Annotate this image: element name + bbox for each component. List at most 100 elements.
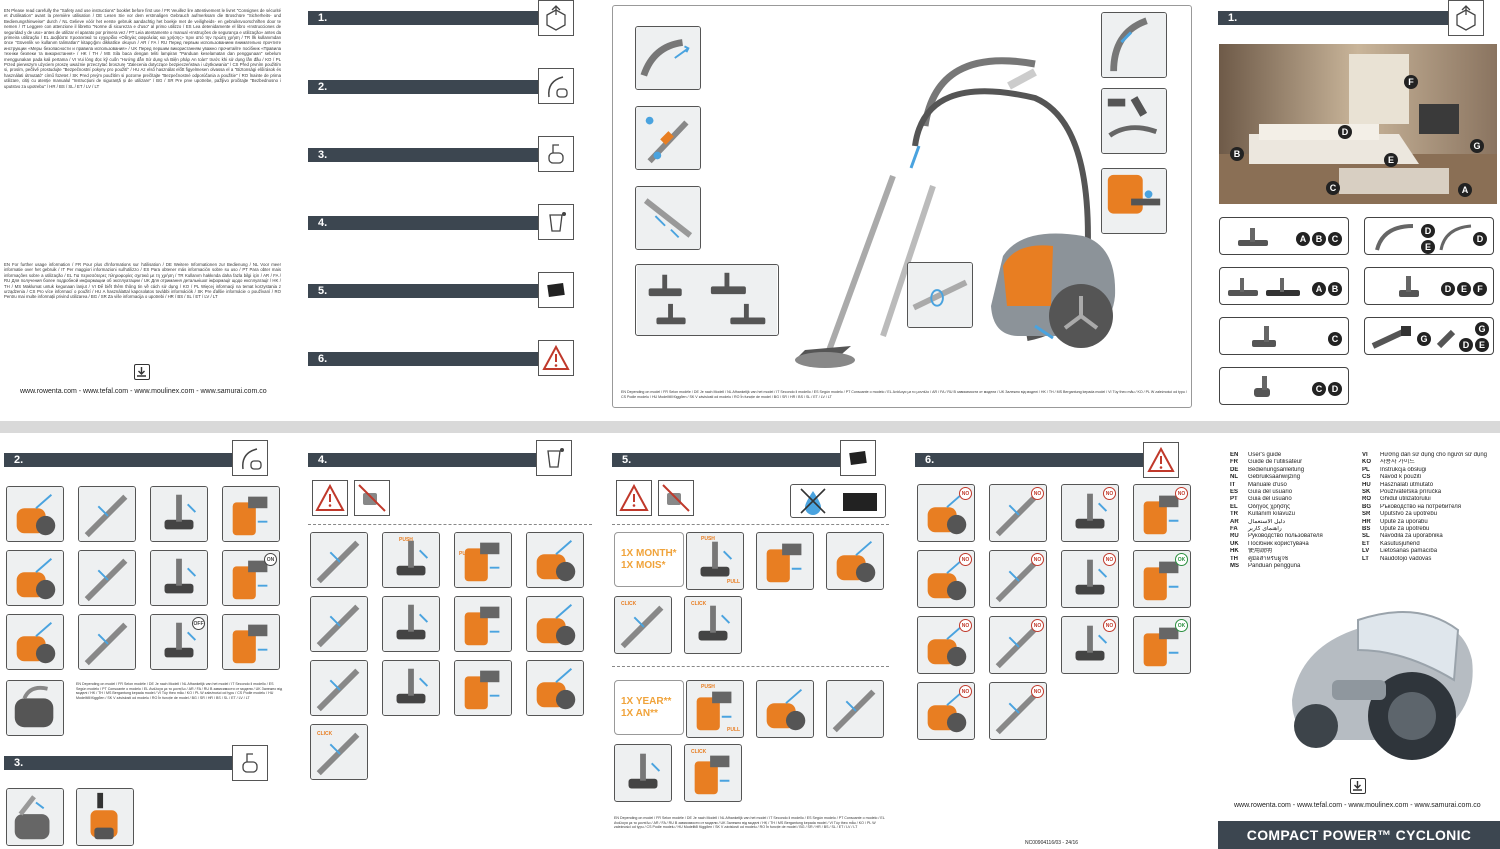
section-6-warning-no-water-floor: NO bbox=[917, 550, 975, 608]
vacuum-assembly-drawing bbox=[795, 57, 1116, 368]
language-code: IT bbox=[1230, 481, 1236, 488]
product-image bbox=[1292, 611, 1473, 760]
language-code: SK bbox=[1362, 489, 1371, 496]
brand-urls[interactable]: www.rowenta.com - www.tefal.com - www.mo… bbox=[1234, 802, 1481, 809]
pull-label: PULL bbox=[727, 579, 741, 585]
language-title: Panduan pengguna bbox=[1248, 563, 1301, 570]
language-code: ET bbox=[1362, 540, 1370, 547]
push-label: PUSH bbox=[701, 536, 715, 542]
section-2-step-vacuuming bbox=[78, 614, 136, 670]
section-6-warning-no-blocked-hose: OK bbox=[1133, 616, 1191, 674]
section-divider bbox=[612, 666, 889, 667]
brand-urls[interactable]: www.rowenta.com - www.tefal.com - www.mo… bbox=[20, 388, 267, 395]
language-code: TH bbox=[1230, 555, 1238, 562]
warning-icon bbox=[1143, 442, 1179, 478]
product-name-banner: COMPACT POWER™ CYCLONIC bbox=[1218, 821, 1500, 849]
step-bar-4: 4. bbox=[308, 216, 538, 230]
section-6-warning-no-hot-ash: NO bbox=[917, 484, 975, 542]
section-5-step-monthly-click: CLICK bbox=[614, 596, 672, 654]
language-code: UK bbox=[1230, 540, 1239, 547]
step-number: 2. bbox=[318, 81, 328, 93]
frequency-note: EN Depending on model / FR Selon modèle … bbox=[614, 816, 885, 829]
assembly-small-accessories bbox=[1101, 88, 1167, 154]
no-wash-icon bbox=[800, 488, 826, 515]
language-title: Οδηγός χρήσης bbox=[1248, 503, 1291, 510]
assembly-floor-heads bbox=[635, 264, 779, 336]
assembly-telescopic-tube bbox=[635, 186, 701, 250]
language-title: Guia del usuario bbox=[1248, 496, 1292, 503]
section-6-warning-no-outdoor: NO bbox=[1061, 484, 1119, 542]
section-4-step-bin-rinse bbox=[382, 596, 440, 652]
section-2-final-step bbox=[6, 680, 64, 736]
room-label-g: G bbox=[1468, 136, 1484, 154]
step-number: 4. bbox=[318, 217, 328, 229]
step-bar-6: 6. bbox=[308, 352, 538, 366]
section-6-warning-no-chemicals: NO bbox=[989, 616, 1047, 674]
section-4-step-bin-click: CLICK bbox=[310, 724, 368, 780]
warning-icon bbox=[616, 480, 652, 516]
no-power-icon bbox=[354, 480, 390, 516]
language-title: Manuale d'uso bbox=[1248, 481, 1287, 488]
section-4-step-bin-separate bbox=[526, 596, 584, 652]
no-badge: NO bbox=[1031, 619, 1044, 632]
ok-badge: OK bbox=[1175, 553, 1188, 566]
push-label: PUSH bbox=[399, 537, 413, 543]
language-code: SR bbox=[1362, 511, 1371, 518]
step-number: 2. bbox=[14, 454, 24, 466]
language-code: DE bbox=[1230, 466, 1239, 473]
section-2-step-tube-fit bbox=[150, 486, 208, 542]
bin-emptying-icon bbox=[536, 440, 572, 476]
warning-icon bbox=[538, 340, 574, 376]
step-bar-5: 5. bbox=[308, 284, 538, 298]
language-code: LV bbox=[1362, 548, 1370, 555]
filter-icon bbox=[538, 272, 574, 308]
push-label: PUSH bbox=[701, 684, 715, 690]
assembly-handle-detail bbox=[1101, 12, 1167, 78]
language-code: EL bbox=[1230, 503, 1238, 510]
language-code: KO bbox=[1362, 459, 1371, 466]
section-6-warning-no-liquid: NO bbox=[989, 484, 1047, 542]
section-2-step-accessory-clip bbox=[78, 550, 136, 606]
bin-emptying-icon bbox=[538, 204, 574, 240]
language-title: Uputstvo za upotrebu bbox=[1380, 511, 1438, 518]
assembly-tube-lock bbox=[635, 106, 701, 170]
section-6-warning-no-flammables: NO bbox=[989, 682, 1047, 740]
step-bar-4: 4. bbox=[308, 453, 536, 467]
intro-panel: EN Please read carefully the "Safety and… bbox=[4, 8, 284, 408]
step-bar-2: 2. bbox=[308, 80, 538, 94]
step-bar-3: 3. bbox=[4, 756, 232, 770]
assembly-tube-join bbox=[907, 262, 973, 328]
safety-instructions-text: EN Please read carefully the "Safety and… bbox=[4, 8, 281, 89]
step-number: 1. bbox=[318, 12, 328, 24]
section-4-step-bin-close bbox=[382, 660, 440, 716]
section-4-step-bin-remove bbox=[310, 532, 368, 588]
room-label-d: D bbox=[1336, 122, 1352, 140]
language-code: PT bbox=[1230, 496, 1238, 503]
section-divider bbox=[612, 524, 889, 525]
further-info-text: EN For further usage information / FR Po… bbox=[4, 262, 281, 300]
storage-parking bbox=[6, 788, 64, 846]
language-item: SR Uputstvo za upotrebu bbox=[1362, 511, 1498, 518]
language-item: PT Guia del usuario bbox=[1230, 496, 1360, 503]
